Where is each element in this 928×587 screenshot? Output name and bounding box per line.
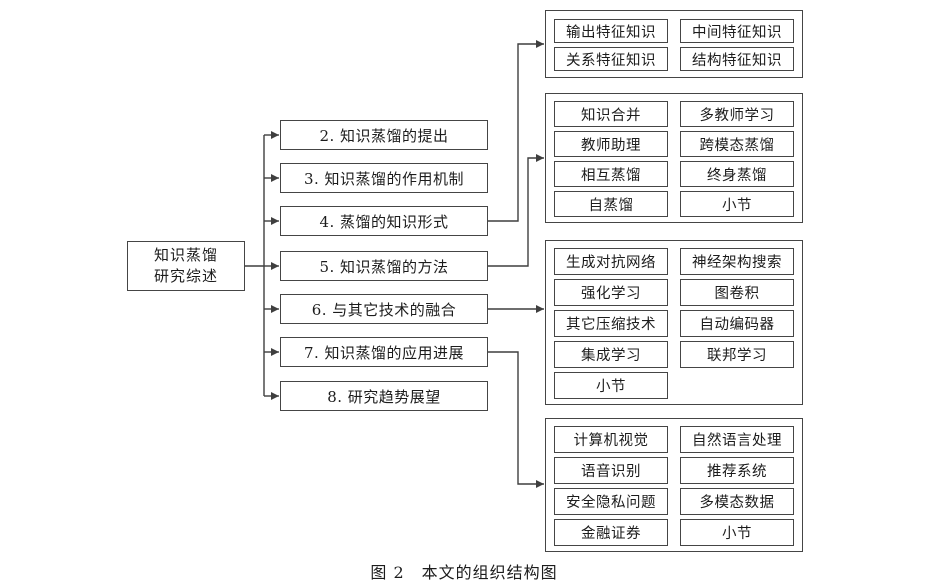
leaf-node: 结构特征知识 xyxy=(680,47,794,71)
leaf-node: 语音识别 xyxy=(554,457,668,484)
leaf-node: 推荐系统 xyxy=(680,457,794,484)
chapter-node-8: 8. 研究趋势展望 xyxy=(280,381,488,411)
chapter-node-4: 4. 蒸馏的知识形式 xyxy=(280,206,488,236)
chapter-node-6: 6. 与其它技术的融合 xyxy=(280,294,488,324)
root-node-label-line1: 知识蒸馏 xyxy=(153,246,218,264)
group-distillation-methods: 知识合并 多教师学习 教师助理 跨模态蒸馏 相互蒸馏 终身蒸馏 自蒸馏 小节 xyxy=(545,93,803,223)
arrow-chapter7-to-group4 xyxy=(488,351,544,488)
chapter-node-2: 2. 知识蒸馏的提出 xyxy=(280,120,488,150)
leaf-node: 小节 xyxy=(554,372,668,399)
leaf-node: 生成对抗网络 xyxy=(554,248,668,275)
leaf-node: 自然语言处理 xyxy=(680,426,794,453)
leaf-node: 自动编码器 xyxy=(680,310,794,337)
leaf-node: 输出特征知识 xyxy=(554,19,668,43)
leaf-node: 联邦学习 xyxy=(680,341,794,368)
chapter-node-3: 3. 知识蒸馏的作用机制 xyxy=(280,163,488,193)
group-technology-fusion: 生成对抗网络 神经架构搜索 强化学习 图卷积 其它压缩技术 自动编码器 集成学习… xyxy=(545,240,803,405)
leaf-node: 安全隐私问题 xyxy=(554,488,668,515)
leaf-node: 跨模态蒸馏 xyxy=(680,131,794,157)
leaf-node: 知识合并 xyxy=(554,101,668,127)
leaf-node: 神经架构搜索 xyxy=(680,248,794,275)
arrow-chapter5-to-group2 xyxy=(488,154,544,267)
root-node-label-line2: 研究综述 xyxy=(153,267,218,285)
leaf-node: 计算机视觉 xyxy=(554,426,668,453)
leaf-node: 强化学习 xyxy=(554,279,668,306)
leaf-node: 金融证券 xyxy=(554,519,668,546)
leaf-node: 小节 xyxy=(680,519,794,546)
group-applications: 计算机视觉 自然语言处理 语音识别 推荐系统 安全隐私问题 多模态数据 金融证券… xyxy=(545,418,803,552)
leaf-node: 相互蒸馏 xyxy=(554,161,668,187)
leaf-node: 多模态数据 xyxy=(680,488,794,515)
leaf-node: 小节 xyxy=(680,191,794,217)
leaf-node: 终身蒸馏 xyxy=(680,161,794,187)
figure-caption: 图 2 本文的组织结构图 xyxy=(370,563,558,582)
leaf-node: 图卷积 xyxy=(680,279,794,306)
leaf-node: 多教师学习 xyxy=(680,101,794,127)
leaf-node: 关系特征知识 xyxy=(554,47,668,71)
leaf-node: 其它压缩技术 xyxy=(554,310,668,337)
leaf-node: 教师助理 xyxy=(554,131,668,157)
chapter-node-5: 5. 知识蒸馏的方法 xyxy=(280,251,488,281)
leaf-node: 自蒸馏 xyxy=(554,191,668,217)
leaf-node: 中间特征知识 xyxy=(680,19,794,43)
root-node: 知识蒸馏 研究综述 xyxy=(127,241,245,291)
arrow-chapter4-to-group1 xyxy=(488,40,544,222)
group-knowledge-forms: 输出特征知识 中间特征知识 关系特征知识 结构特征知识 xyxy=(545,10,803,78)
chapter-node-7: 7. 知识蒸馏的应用进展 xyxy=(280,337,488,367)
leaf-node: 集成学习 xyxy=(554,341,668,368)
